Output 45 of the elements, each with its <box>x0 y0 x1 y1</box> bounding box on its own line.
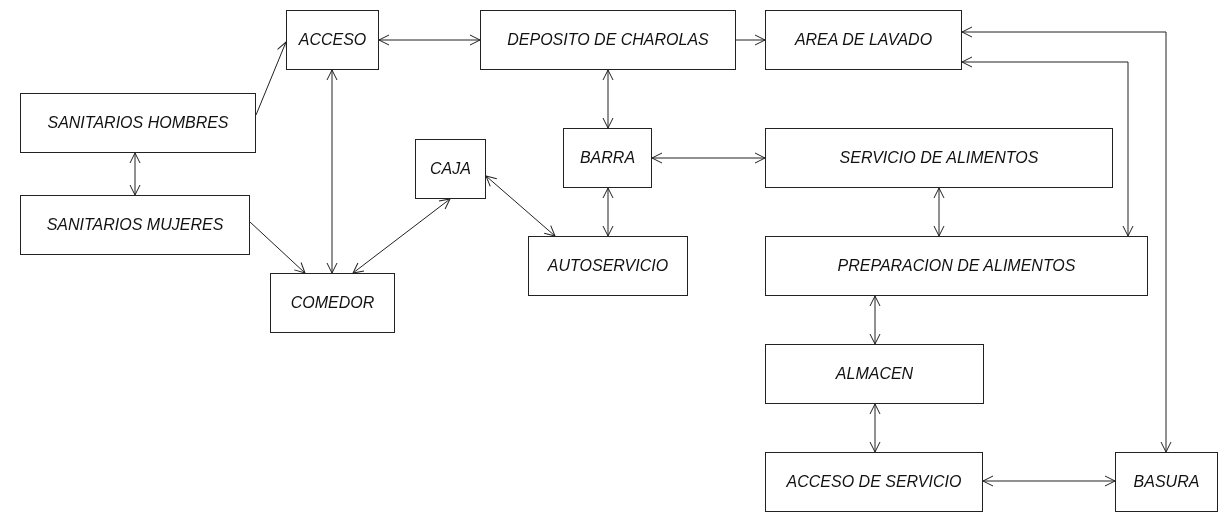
room-label: PREPARACION DE ALIMENTOS <box>837 257 1076 275</box>
arrow <box>602 69 614 129</box>
arrow <box>869 403 881 453</box>
room-label: COMEDOR <box>290 294 375 312</box>
room-box <box>20 195 250 255</box>
arrow <box>326 69 338 274</box>
room-box <box>765 128 1113 188</box>
room-label: ALMACEN <box>835 365 914 383</box>
room-box <box>20 93 256 153</box>
room-label: CAJA <box>430 160 471 178</box>
arrow <box>961 26 1172 453</box>
arrow <box>378 34 481 46</box>
room-box <box>1115 452 1218 512</box>
arrow <box>602 187 614 237</box>
room-label: AREA DE LAVADO <box>794 31 933 49</box>
room-box <box>286 10 379 70</box>
room-box <box>415 139 486 199</box>
arrow <box>961 56 1134 237</box>
room-label: ACCESO DE SERVICIO <box>786 473 962 491</box>
arrow <box>255 41 288 116</box>
arrow <box>352 198 451 274</box>
room-box <box>563 128 652 188</box>
arrow <box>129 152 141 196</box>
room-label: DEPOSITO DE CHAROLAS <box>507 31 709 49</box>
room-box <box>528 236 688 296</box>
room-label: SERVICIO DE ALIMENTOS <box>839 149 1039 167</box>
room-box <box>765 452 983 512</box>
room-box <box>480 10 736 70</box>
arrow <box>651 152 766 164</box>
room-label: BARRA <box>579 149 636 167</box>
arrow <box>869 295 881 345</box>
room-label: ACCESO <box>298 31 367 49</box>
room-box <box>765 236 1148 296</box>
room-label: BASURA <box>1133 473 1200 491</box>
arrow <box>249 221 306 274</box>
room-box <box>765 10 962 70</box>
arrow <box>982 475 1116 487</box>
room-label: SANITARIOS HOMBRES <box>47 114 229 132</box>
room-label: AUTOSERVICIO <box>547 257 669 275</box>
room-box <box>765 344 984 404</box>
arrow <box>933 187 945 237</box>
arrow <box>735 34 766 46</box>
room-label: SANITARIOS MUJERES <box>46 216 224 234</box>
room-box <box>270 273 395 333</box>
arrow <box>485 175 556 237</box>
